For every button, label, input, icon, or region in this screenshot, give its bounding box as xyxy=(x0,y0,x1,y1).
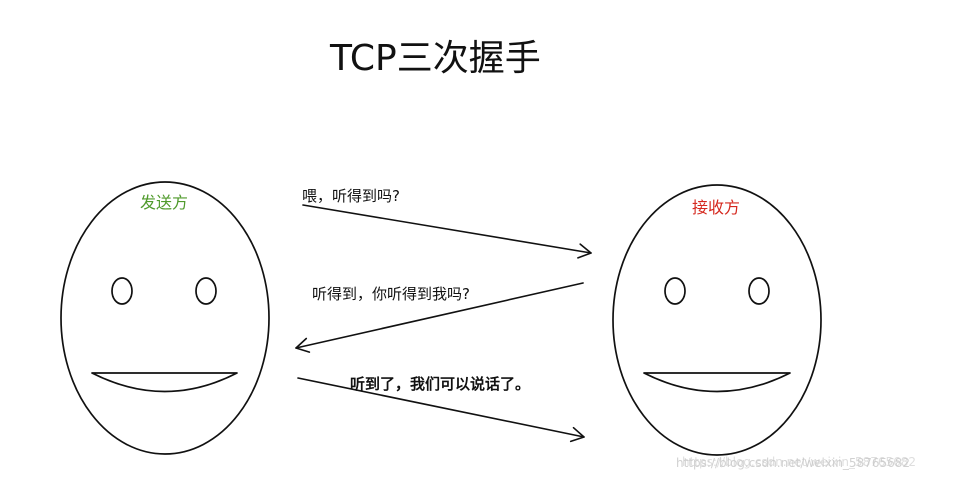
receiver-label: 接收方 xyxy=(692,198,740,217)
message-1-text: 喂，听得到吗? xyxy=(302,187,400,205)
message-3-arrowhead xyxy=(569,426,585,443)
message-3: 听到了，我们可以说话了。 xyxy=(297,375,585,443)
diagram-title: TCP三次握手 xyxy=(329,38,541,79)
message-1-arrow-shaft xyxy=(302,204,592,254)
receiver-mouth xyxy=(643,372,791,393)
message-1-arrowhead xyxy=(577,243,592,259)
sender-head-outline xyxy=(60,181,270,455)
watermark-text-shadow: https://blog.csdn.net/weixin_58765682 xyxy=(682,455,916,469)
message-1: 喂，听得到吗? xyxy=(302,187,592,259)
message-2-text: 听得到，你听得到我吗? xyxy=(312,285,470,303)
message-2-arrow-shaft xyxy=(295,282,584,349)
sender-right-eye xyxy=(195,277,217,305)
sender-label: 发送方 xyxy=(140,193,188,212)
message-3-text: 听到了，我们可以说话了。 xyxy=(350,375,530,393)
message-3-arrow-shaft xyxy=(297,377,585,438)
sender-mouth xyxy=(91,372,238,393)
receiver-right-eye xyxy=(748,277,770,305)
receiver-left-eye xyxy=(664,277,686,305)
message-2: 听得到，你听得到我吗? xyxy=(295,282,584,353)
sender-left-eye xyxy=(111,277,133,305)
receiver-face: 接收方 xyxy=(612,184,822,456)
sender-face: 发送方 xyxy=(60,181,270,455)
watermark-text: https://blog.csdn.net/weixin_58765682 xyxy=(676,456,910,470)
receiver-head-outline xyxy=(612,184,822,456)
message-2-arrowhead xyxy=(295,337,311,353)
